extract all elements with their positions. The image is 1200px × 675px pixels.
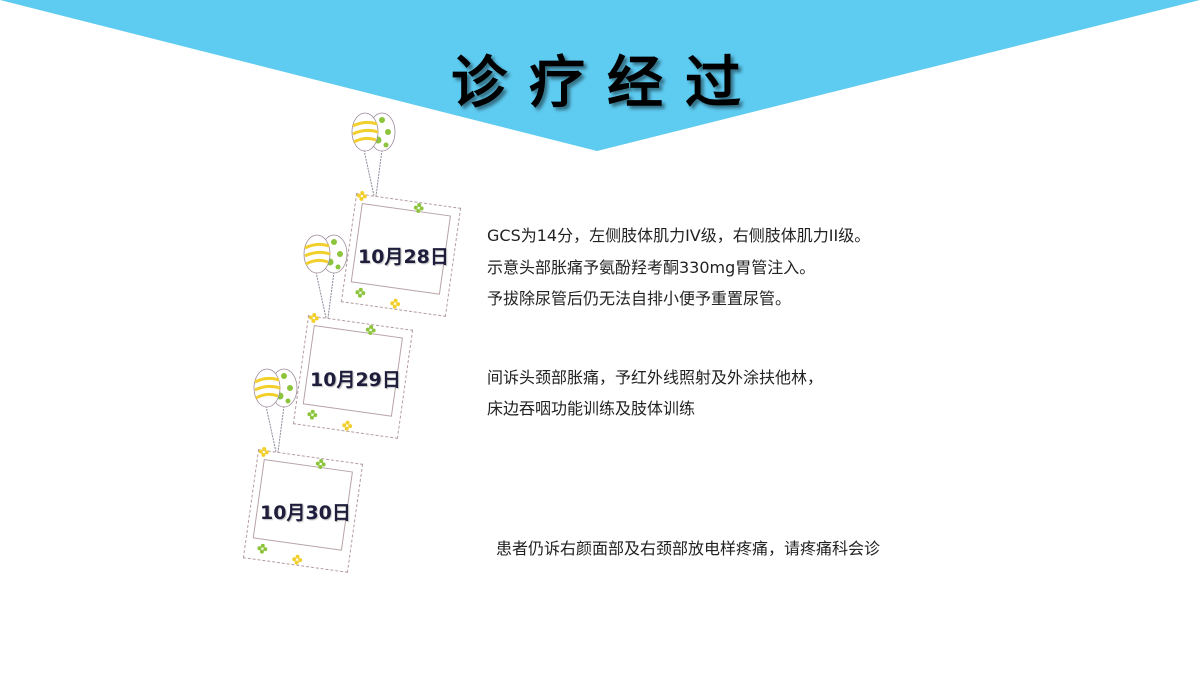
- entry-line: GCS为14分，左侧肢体肌力IV级，右侧肢体肌力II级。: [487, 226, 871, 245]
- date-label-oct28: 10月28日: [358, 246, 449, 268]
- page-title: 诊疗经过: [451, 51, 763, 116]
- flower-icon: [258, 447, 269, 457]
- flower-icon: [292, 554, 303, 565]
- flower-icon: [315, 459, 326, 469]
- entry-line: 患者仍诉右颜面部及右颈部放电样疼痛，请疼痛科会诊: [496, 539, 881, 558]
- entry-line: 间诉头颈部胀痛，予红外线照射及外涂扶他林，: [487, 368, 824, 387]
- photo-frame-oct30: [242, 447, 364, 573]
- flower-icon: [355, 287, 366, 298]
- photo-frame-oct28: [340, 191, 462, 317]
- balloons-icon: [253, 368, 298, 453]
- flower-icon: [308, 313, 319, 323]
- entry-line: 示意头部胀痛予氨酚羟考酮330mg胃管注入。: [487, 258, 816, 277]
- flower-icon: [365, 325, 376, 335]
- entry-line: 予拔除尿管后仍无法自排小便予重置尿管。: [487, 289, 792, 308]
- flower-icon: [257, 543, 268, 554]
- banner-triangle: [0, 0, 1200, 151]
- flower-icon: [390, 298, 401, 309]
- flower-icon: [342, 420, 353, 431]
- flower-icon: [413, 203, 424, 213]
- flower-icon: [356, 191, 367, 201]
- date-label-oct30: 10月30日: [260, 502, 351, 524]
- photo-frame-oct29: [292, 313, 414, 439]
- entry-line: 床边吞咽功能训练及肢体训练: [487, 399, 696, 418]
- flower-icon: [307, 409, 318, 420]
- balloons-icon: [303, 234, 348, 319]
- balloons-icon: [351, 112, 396, 197]
- date-label-oct29: 10月29日: [310, 369, 401, 391]
